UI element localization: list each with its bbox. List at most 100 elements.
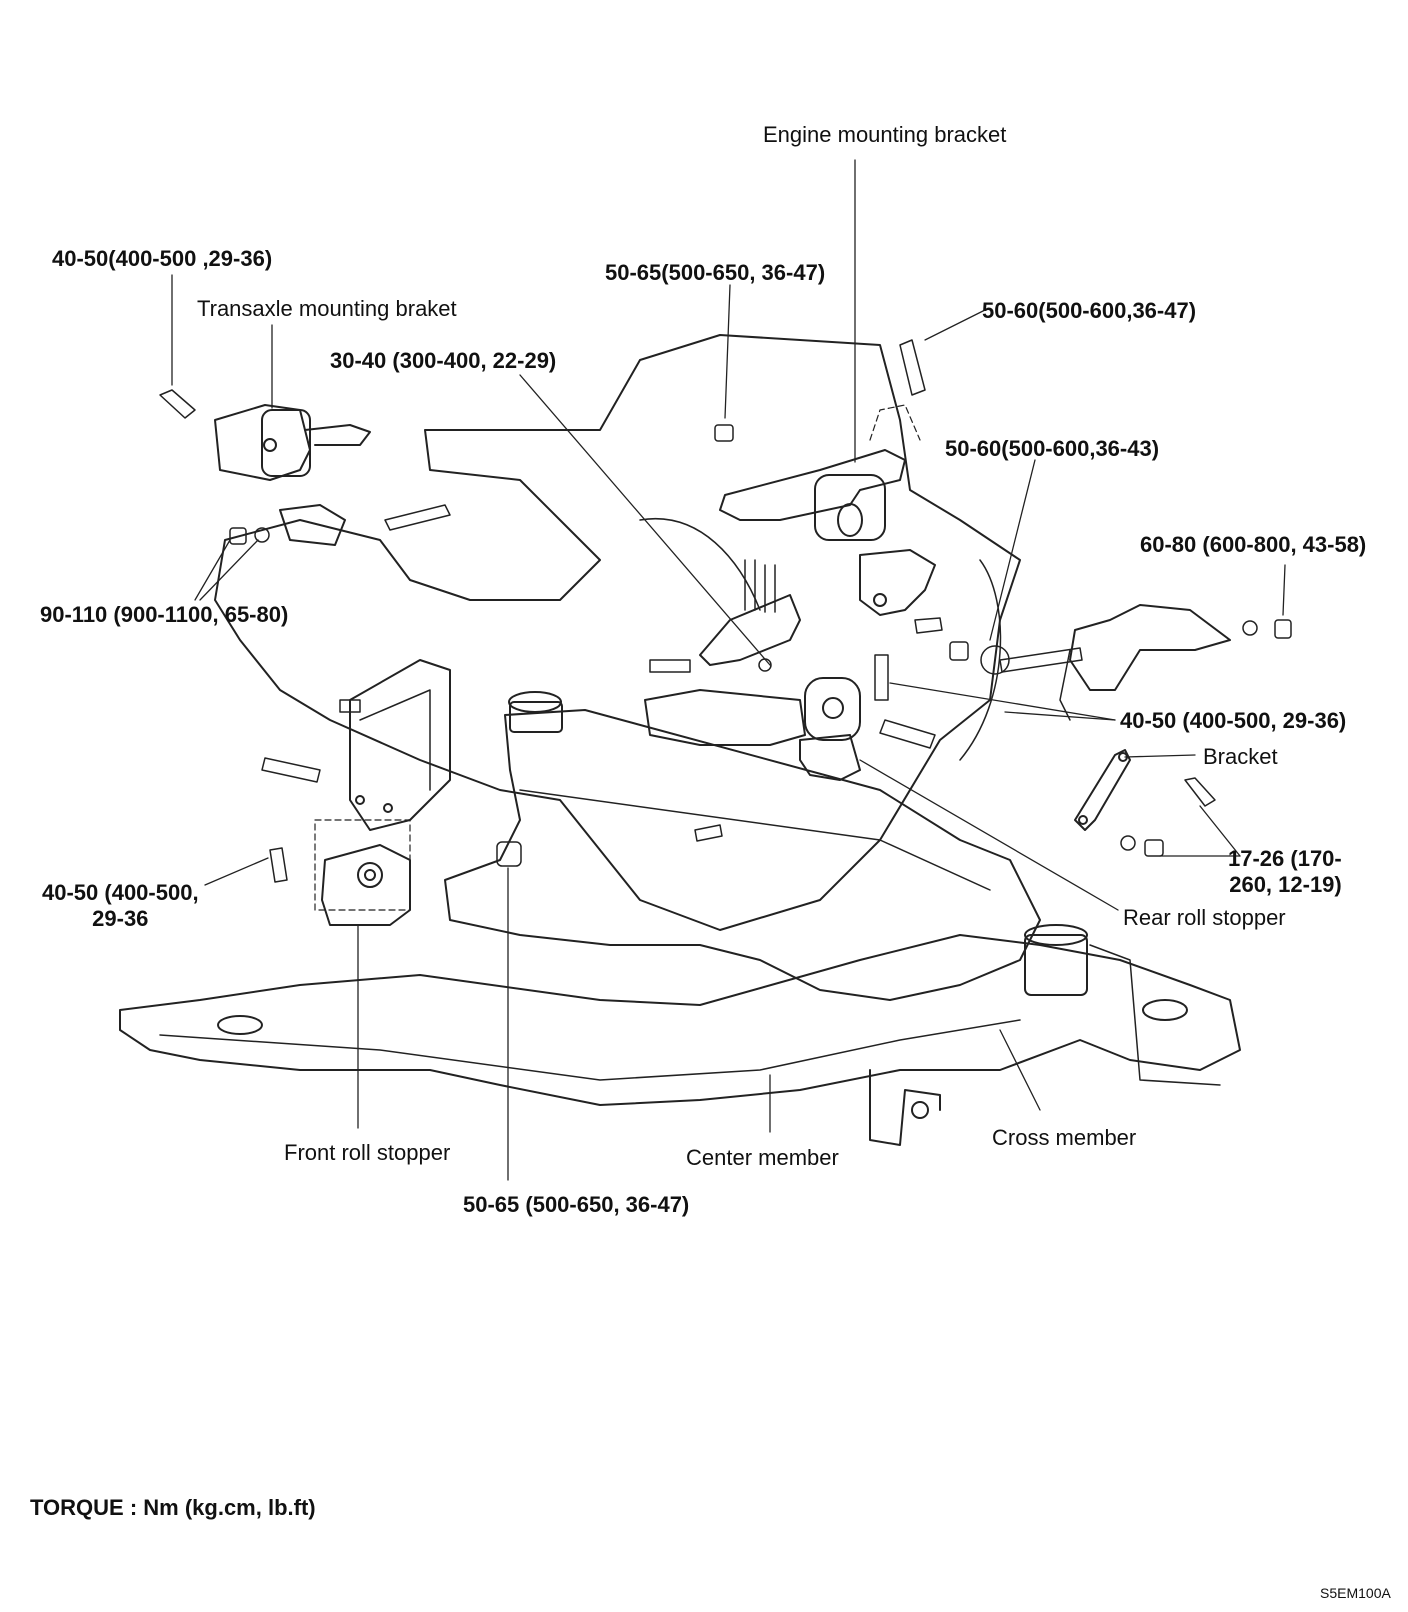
leader-50-60-36-43: [989, 459, 1036, 641]
torque-40-50-left: 40-50 (400-500, 29-36: [42, 880, 199, 931]
leader-40-50-right-a: [889, 682, 1116, 721]
bolt-front-stopper: [269, 847, 288, 883]
bolt-left-2: [339, 699, 361, 713]
torque-50-65-top: 50-65(500-650, 36-47): [605, 260, 826, 285]
center-upper-bracket: [699, 594, 801, 666]
leader-lines: [171, 159, 1286, 1181]
label-cross-member: Cross member: [992, 1125, 1137, 1150]
label-center-member: Center member: [686, 1145, 839, 1170]
stud-2: [764, 564, 776, 613]
label-front-roll-stopper: Front roll stopper: [284, 1140, 451, 1165]
transaxle-lower-hole-2: [383, 803, 393, 813]
engine-outline: [214, 334, 1021, 931]
front-roll-stopper: [321, 844, 411, 926]
torque-60-80: 60-80 (600-800, 43-58): [1140, 532, 1367, 557]
leader-17-26-a: [1199, 805, 1241, 857]
bolt-top-left: [159, 389, 196, 419]
nut-17-26: [1144, 839, 1164, 857]
bolt-engine-mid: [914, 617, 943, 634]
cross-member-bracket: [869, 1069, 941, 1146]
engine-oil-pan: [639, 518, 761, 611]
rear-roll-stopper-bracket: [644, 689, 806, 746]
front-roll-stopper-frame: [314, 819, 411, 911]
label-bracket: Bracket: [1203, 744, 1278, 769]
transaxle-lower-hole-1: [355, 795, 365, 805]
bolt-rear-vertical: [874, 654, 889, 701]
bolt-mid-small: [694, 824, 723, 842]
transaxle-mount-body: [214, 404, 311, 481]
leader-cross-member: [999, 1029, 1041, 1111]
front-roll-stopper-boss: [357, 862, 383, 888]
transaxle-lower-bracket: [349, 659, 451, 831]
transaxle-bracket-plate: [279, 504, 346, 546]
leader-40-50-left: [204, 857, 269, 886]
label-transaxle-mounting-bracket: Transaxle mounting braket: [197, 296, 457, 321]
engine-mount-lower: [859, 549, 936, 616]
center-member-boss: [509, 701, 563, 733]
leader-50-65-top: [724, 284, 731, 419]
center-member-inner: [519, 789, 991, 891]
right-tube: [1089, 944, 1221, 1086]
transaxle-mount-arm: [304, 424, 371, 446]
transaxle-mount-bolt-hole: [263, 438, 277, 452]
leader-bracket: [1124, 754, 1196, 758]
cross-member: [119, 934, 1241, 1106]
engine-mount-lower-hole: [873, 593, 887, 607]
torque-50-60-36-43: 50-60(500-600,36-43): [945, 436, 1160, 461]
leader-50-60-36-47: [924, 309, 986, 341]
bolt-upper-mid: [384, 504, 451, 531]
leader-90-110-a: [194, 539, 231, 601]
rear-right-strap: [1059, 649, 1071, 721]
transaxle-mount-insulator: [261, 409, 311, 477]
torque-40-50-right: 40-50 (400-500, 29-36): [1120, 708, 1347, 733]
front-roll-stopper-boss-inner: [364, 869, 376, 881]
rear-roll-stopper-hole: [822, 697, 844, 719]
nut-90-110-a: [229, 527, 247, 545]
leader-90-110-b: [199, 539, 259, 601]
nut-60-80: [1274, 619, 1292, 639]
link-bracket-hole-bottom: [1078, 815, 1088, 825]
engine-mount-bracket: [719, 449, 906, 521]
stud-1: [744, 559, 756, 611]
torque-50-60-36-47: 50-60(500-600,36-47): [982, 298, 1197, 323]
washer-60-80: [1242, 620, 1258, 636]
nut-group: [229, 424, 1292, 867]
cross-member-inner: [159, 1019, 1021, 1081]
torque-17-26: 17-26 (170- 260, 12-19): [1228, 846, 1342, 897]
bolt-rear-2: [999, 647, 1083, 673]
engine-mount-insulator: [814, 474, 886, 541]
bolt-left-1: [261, 757, 321, 783]
torque-90-110: 90-110 (900-1100, 65-80): [40, 602, 289, 627]
nut-90-110-b: [254, 527, 270, 543]
link-bracket: [1074, 749, 1131, 831]
label-engine-mounting-bracket: Engine mounting bracket: [763, 122, 1007, 147]
engine-mount-dash: [869, 404, 921, 441]
bolt-top-right: [899, 339, 926, 396]
cross-member-hole-right: [1142, 999, 1188, 1021]
right-bushing: [1024, 934, 1088, 996]
leader-40-50-right-b: [1004, 711, 1116, 721]
torque-50-65-bottom: 50-65 (500-650, 36-47): [463, 1192, 690, 1217]
center-member: [444, 709, 1041, 1001]
rear-roll-stopper-insulator: [804, 677, 861, 741]
rear-right-bracket: [1069, 604, 1231, 691]
right-bushing-top: [1024, 924, 1088, 946]
label-rear-roll-stopper: Rear roll stopper: [1123, 905, 1286, 930]
washer-50-60-36-43: [980, 645, 1010, 675]
torque-40-50-top-left: 40-50(400-500 ,29-36): [52, 246, 273, 271]
leader-rear-roll-stopper: [859, 759, 1119, 911]
bolt-bracket: [1184, 777, 1216, 807]
torque-30-40: 30-40 (300-400, 22-29): [330, 348, 557, 373]
engine-mount-insulator-core: [837, 503, 863, 537]
bolt-center-1: [649, 659, 691, 673]
nut-50-65-bottom: [496, 841, 522, 867]
engine-side-curve: [959, 559, 1002, 761]
figure-code: S5EM100A: [1320, 1585, 1391, 1601]
leader-30-40: [519, 374, 771, 666]
rear-roll-stopper-base: [799, 734, 861, 781]
leader-60-80: [1282, 564, 1286, 616]
nut-50-60-36-43: [949, 641, 969, 661]
nut-50-65-top: [714, 424, 734, 442]
